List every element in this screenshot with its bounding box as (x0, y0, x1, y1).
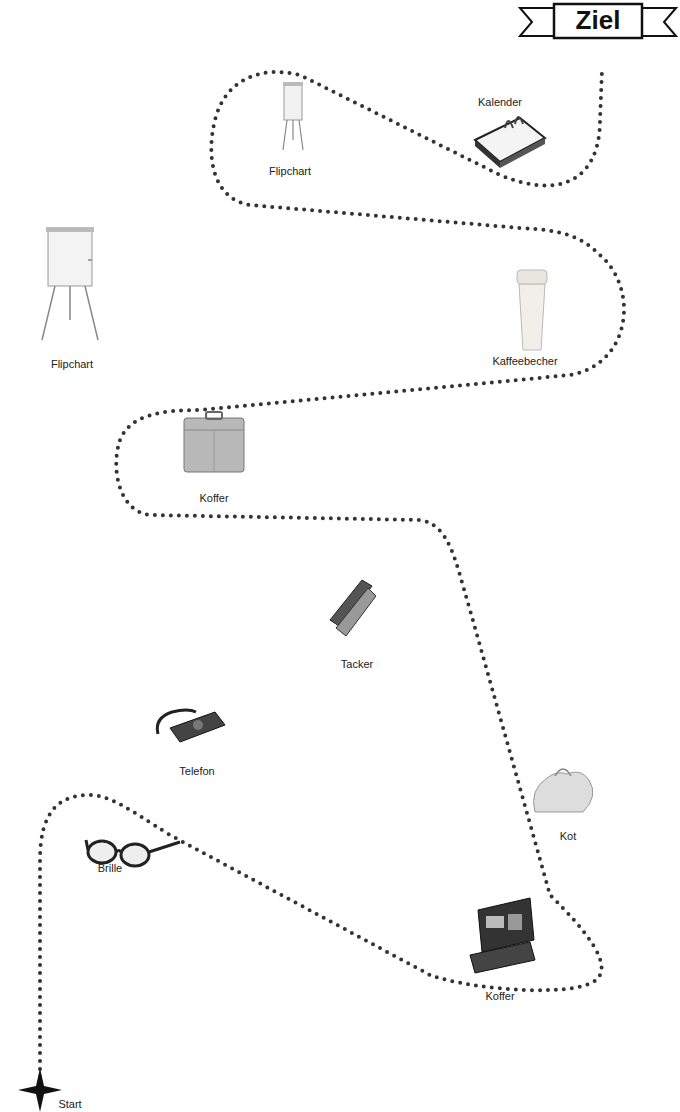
flipchart-icon (283, 82, 303, 150)
item-label: Kaffeebecher (492, 355, 557, 367)
start-star (18, 1068, 62, 1112)
calendar-icon (475, 117, 545, 168)
bag-icon (534, 769, 593, 812)
item-label: Brille (98, 862, 122, 874)
goal-banner: Ziel (518, 2, 678, 42)
item-label: Flipchart (269, 165, 311, 177)
suitcase-icon (184, 412, 244, 472)
goal-text: Ziel (518, 0, 678, 42)
stapler-icon (330, 580, 376, 636)
coffee-cup-icon (517, 270, 547, 350)
item-label: Flipchart (51, 358, 93, 370)
telephone-icon (157, 710, 225, 742)
item-label: Kalender (478, 96, 522, 108)
flipchart-icon (42, 227, 98, 340)
dotted-route (40, 70, 624, 1085)
item-label: Koffer (199, 492, 228, 504)
item-label: Tacker (341, 658, 373, 670)
item-label: Start (58, 1098, 81, 1110)
item-label: Kot (560, 830, 577, 842)
open-briefcase-icon (470, 898, 535, 973)
item-label: Telefon (179, 765, 214, 777)
item-label: Koffer (485, 990, 514, 1002)
